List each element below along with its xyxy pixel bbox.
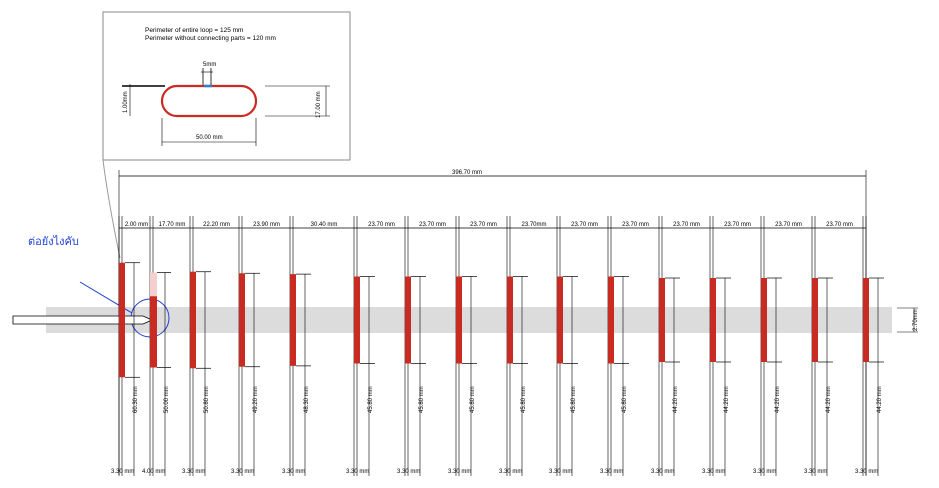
spacing-label-3: 22.20 mm bbox=[203, 222, 230, 228]
width-label-16: 3.30 mm bbox=[855, 469, 878, 475]
width-label-10: 3.30 mm bbox=[549, 469, 572, 475]
electrode-15 bbox=[812, 278, 818, 362]
length-label-16: 44.20 mm bbox=[877, 386, 883, 413]
callout-label: ต่อยังไงคับ bbox=[28, 235, 79, 248]
electrode-10 bbox=[557, 276, 563, 364]
width-label-9: 3.30 mm bbox=[499, 469, 522, 475]
electrode-7 bbox=[405, 276, 411, 364]
electrode-2 bbox=[150, 272, 157, 368]
spacing-label-2: 17.70 mm bbox=[159, 222, 186, 228]
electrode-4 bbox=[239, 273, 245, 367]
electrode-13 bbox=[710, 278, 716, 362]
width-label-7: 3.30 mm bbox=[397, 469, 420, 475]
spacing-label-8: 23.70 mm bbox=[470, 222, 497, 228]
spacing-label-5: 30.40 mm bbox=[311, 222, 338, 228]
spacing-label-6: 23.70 mm bbox=[368, 222, 395, 228]
length-label-2: 50.00 mm bbox=[164, 386, 170, 413]
electrode-5 bbox=[290, 274, 296, 366]
spacing-label-10: 23.70 mm bbox=[571, 222, 598, 228]
probe-arrow bbox=[12, 315, 153, 325]
spacing-label-1: 2.00 mm bbox=[125, 222, 148, 228]
width-label-3: 3.30 mm bbox=[182, 469, 205, 475]
electrode-8 bbox=[456, 276, 462, 364]
electrode-fade bbox=[150, 272, 157, 297]
spacing-label-4: 23.90 mm bbox=[253, 222, 280, 228]
electrode-1 bbox=[119, 262, 125, 378]
width-label-5: 3.30 mm bbox=[282, 469, 305, 475]
beam-band bbox=[46, 307, 892, 333]
electrode-12 bbox=[659, 278, 665, 362]
spacing-label-13: 23.70 mm bbox=[724, 222, 751, 228]
width-label-6: 3.30 mm bbox=[346, 469, 369, 475]
inset-panel: Perimeter of entire loop = 125 mm Perime… bbox=[102, 11, 351, 161]
electrode-14 bbox=[761, 278, 767, 362]
length-label-7: 45.80 mm bbox=[419, 386, 425, 413]
spacing-label-7: 23.70 mm bbox=[419, 222, 446, 228]
length-label-13: 44.20 mm bbox=[724, 386, 730, 413]
spacing-label-15: 23.70 mm bbox=[826, 222, 853, 228]
spacing-label-11: 23.70 mm bbox=[622, 222, 649, 228]
spacing-label-9: 23.70mm bbox=[521, 222, 546, 228]
length-label-4: 49.20 mm bbox=[253, 386, 259, 413]
length-label-8: 45.80 mm bbox=[470, 386, 476, 413]
gap-label: 5mm bbox=[203, 62, 216, 68]
electrode-array: 60.30 mm 3.30 mm 2.00 mm 50.00 mm 4.00 mm 17.… bbox=[111, 216, 884, 476]
width-label-8: 3.30 mm bbox=[448, 469, 471, 475]
spacing-label-12: 23.70 mm bbox=[673, 222, 700, 228]
overall-length-label: 396.70 mm bbox=[452, 170, 482, 176]
length-label-10: 45.80 mm bbox=[571, 386, 577, 413]
length-label-1: 60.30 mm bbox=[133, 386, 139, 413]
width-label-11: 3.30 mm bbox=[600, 469, 623, 475]
width-label: 50.00 mm bbox=[196, 135, 223, 141]
width-label-1: 3.30 mm bbox=[111, 469, 134, 475]
electrode-16 bbox=[863, 278, 869, 362]
width-label-14: 3.30 mm bbox=[753, 469, 776, 475]
length-label-6: 45.80 mm bbox=[368, 386, 374, 413]
right-marker: 2.70mm bbox=[897, 307, 919, 333]
right-height-label: 17.00 mm bbox=[316, 91, 322, 118]
width-label-4: 3.30 mm bbox=[231, 469, 254, 475]
width-label-12: 3.30 mm bbox=[651, 469, 674, 475]
length-label-14: 44.20 mm bbox=[775, 386, 781, 413]
electrode-9 bbox=[507, 276, 513, 364]
spacing-label-14: 23.70 mm bbox=[775, 222, 802, 228]
length-label-12: 44.20 mm bbox=[673, 386, 679, 413]
length-label-15: 44.20 mm bbox=[826, 386, 832, 413]
length-label-11: 45.80 mm bbox=[622, 386, 628, 413]
width-label-13: 3.30 mm bbox=[702, 469, 725, 475]
perimeter-without-text: Perimeter without connecting parts = 120… bbox=[145, 35, 276, 42]
length-label-5: 48.30 mm bbox=[304, 386, 310, 413]
electrode-11 bbox=[608, 276, 614, 364]
connector-curve bbox=[102, 159, 121, 259]
length-label-9: 45.80 mm bbox=[521, 386, 527, 413]
width-label-15: 3.30 mm bbox=[804, 469, 827, 475]
electrode-3 bbox=[190, 271, 196, 369]
electrode-6 bbox=[354, 276, 360, 364]
width-label-2: 4.00 mm bbox=[142, 469, 165, 475]
perimeter-total-text: Perimeter of entire loop = 125 mm bbox=[145, 27, 243, 34]
right-marker-label: 2.70mm bbox=[913, 309, 919, 331]
length-label-3: 50.80 mm bbox=[204, 386, 210, 413]
left-height-label: 1.00mm bbox=[123, 91, 129, 113]
